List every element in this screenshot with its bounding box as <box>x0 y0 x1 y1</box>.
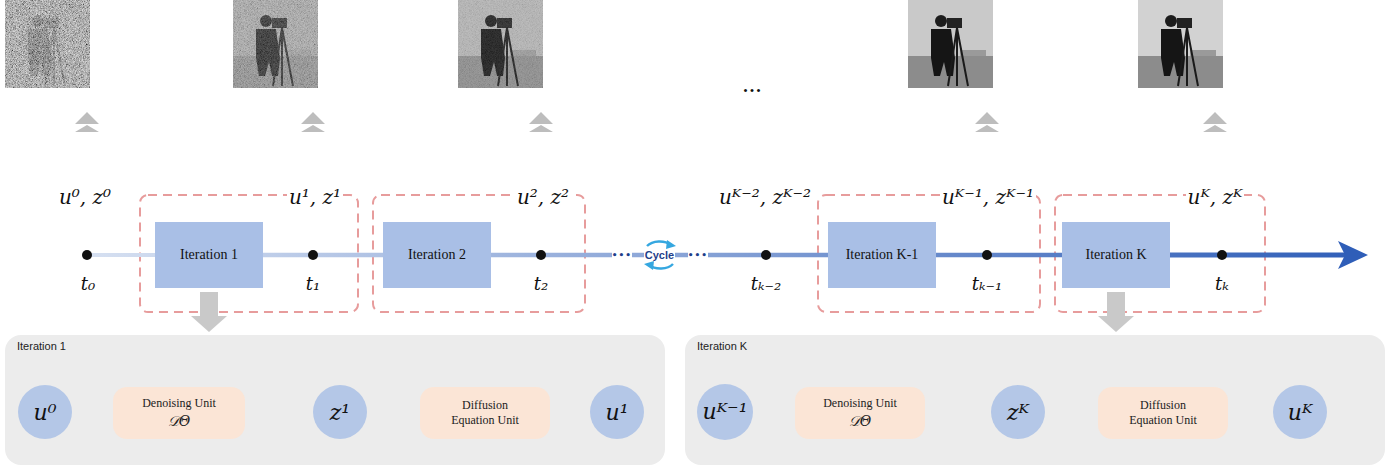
unit-box: Denoising Unit𝒟Θ <box>795 387 925 439</box>
iteration-box: Iteration 1 <box>155 222 263 288</box>
unit-box: Diffusion Equation Unit <box>1098 387 1228 439</box>
variable-circle: uᴷ⁻¹ <box>697 384 754 441</box>
node-text: u¹ <box>606 400 629 425</box>
node-text: z¹ <box>330 400 350 425</box>
time-label: tₖ₋₁ <box>972 273 1003 294</box>
time-dot <box>982 250 992 260</box>
panel-heading: Iteration 1 <box>17 340 66 352</box>
time-dot <box>1217 250 1227 260</box>
variable-circle: uᴷ <box>1273 385 1327 439</box>
state-label: u², z² <box>515 185 571 209</box>
iteration-box: Iteration 2 <box>383 222 491 288</box>
node-text: Iteration 1 <box>180 247 238 263</box>
node-text: Iteration 2 <box>408 247 466 263</box>
state-label: uᴷ, zᴷ <box>1186 185 1245 209</box>
state-label: u⁰, z⁰ <box>57 185 113 209</box>
node-text: Iteration K-1 <box>846 247 919 263</box>
ellipsis: ... <box>742 69 762 99</box>
node-text: uᴷ <box>1288 400 1313 425</box>
expand-arrow <box>1098 292 1134 332</box>
time-label: t₂ <box>534 273 548 294</box>
time-label: tₖ₋₂ <box>751 273 782 294</box>
iteration-box: Iteration K <box>1062 222 1170 288</box>
time-dot <box>761 250 771 260</box>
image-3 <box>458 0 543 88</box>
variable-circle: u⁰ <box>18 385 72 439</box>
node-text: Iteration K <box>1085 247 1146 263</box>
variable-circle: zᴷ <box>991 385 1045 439</box>
node-text: Denoising Unit <box>142 396 216 411</box>
timeline <box>87 241 1368 269</box>
iteration-panel: Iteration 1 u⁰ Denoising Unit𝒟Θ z¹ Diffusion… <box>5 335 665 465</box>
node-text: Diffusion Equation Unit <box>441 398 529 428</box>
node-text: zᴷ <box>1007 400 1029 425</box>
time-dot <box>308 250 318 260</box>
time-dot <box>82 250 92 260</box>
timeline-segment <box>936 253 1062 258</box>
image-1 <box>5 0 90 88</box>
image-2 <box>233 0 318 88</box>
iteration-panel: Iteration K uᴷ⁻¹ Denoising Unit𝒟Θ zᴷ Diffusi… <box>685 335 1385 465</box>
node-text: Diffusion Equation Unit <box>1119 398 1207 428</box>
cycle-icon-heads <box>644 240 676 270</box>
operator-symbol: 𝒟Θ <box>168 413 190 430</box>
iteration-frames <box>140 195 1265 312</box>
variable-circle: z¹ <box>313 385 367 439</box>
panel-heading: Iteration K <box>697 340 747 352</box>
image-5 <box>1138 0 1223 88</box>
image-4 <box>908 0 993 88</box>
node-text: uᴷ⁻¹ <box>703 399 748 424</box>
state-label: u¹, z¹ <box>287 185 343 209</box>
dots-mark: ••• <box>612 250 632 260</box>
timeline-segment <box>263 253 383 258</box>
time-dot <box>536 250 546 260</box>
edge-label: Cycle <box>644 249 675 261</box>
expand-arrow <box>191 292 227 332</box>
time-label: t₀ <box>81 273 95 294</box>
unit-box: Denoising Unit𝒟Θ <box>113 387 245 439</box>
operator-symbol: 𝒟Θ <box>849 413 871 430</box>
state-label: uᴷ⁻², zᴷ⁻² <box>717 185 813 209</box>
up-chevrons <box>75 112 1227 132</box>
state-label: uᴷ⁻¹, zᴷ⁻¹ <box>940 185 1036 209</box>
variable-circle: u¹ <box>590 385 644 439</box>
node-text: u⁰ <box>34 400 57 425</box>
dots-mark: ••• <box>688 250 708 260</box>
unit-box: Diffusion Equation Unit <box>420 387 550 439</box>
time-label: t₁ <box>306 273 320 294</box>
iteration-box: Iteration K-1 <box>828 222 936 288</box>
node-text: Denoising Unit <box>823 396 897 411</box>
time-label: tₖ <box>1215 273 1229 294</box>
